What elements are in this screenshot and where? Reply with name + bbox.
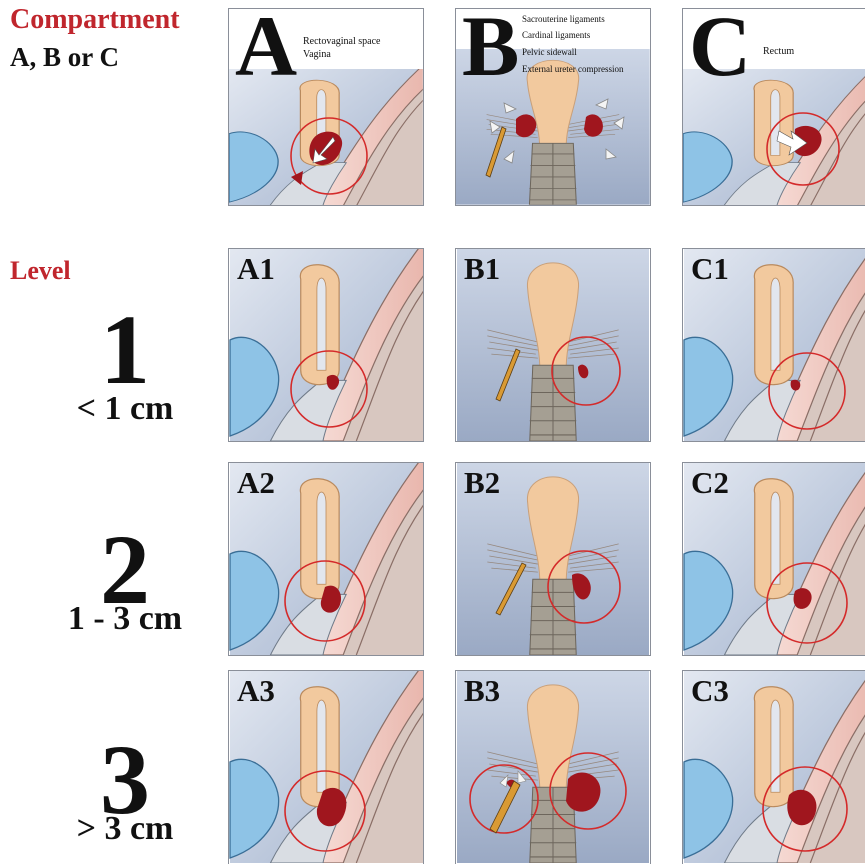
cell-b2: B2 <box>455 462 651 656</box>
cell-c2-label: C2 <box>691 466 729 500</box>
cell-c2: C2 <box>682 462 865 656</box>
level-1-range: < 1 cm <box>50 390 200 428</box>
cell-c1: C1 <box>682 248 865 442</box>
compartment-a-letter: A <box>235 11 297 81</box>
compartment-a-line-1: Rectovaginal space <box>303 35 380 48</box>
level-2-range: 1 - 3 cm <box>40 600 210 638</box>
compartment-b-panel: B Sacrouterine ligaments Cardinal ligame… <box>455 8 651 206</box>
compartment-title: Compartment <box>10 4 180 36</box>
cell-b1-label: B1 <box>464 252 500 286</box>
cell-a2: A2 <box>228 462 424 656</box>
level-3-range: > 3 cm <box>50 810 200 848</box>
cell-b2-label: B2 <box>464 466 500 500</box>
compartment-subtitle: A, B or C <box>10 42 119 73</box>
cell-b1: B1 <box>455 248 651 442</box>
level-title: Level <box>10 256 71 286</box>
compartment-b-line-1: Sacrouterine ligaments <box>522 14 605 25</box>
level-1-number: 1 <box>80 300 170 400</box>
compartment-c-letter: C <box>689 11 751 81</box>
compartment-b-line-3: Pelvic sidewall <box>522 47 577 58</box>
compartment-c-panel: C Rectum <box>682 8 865 206</box>
cell-a2-label: A2 <box>237 466 275 500</box>
compartment-a-line-2: Vagina <box>303 48 331 61</box>
cell-b3-label: B3 <box>464 674 500 708</box>
cell-a1-label: A1 <box>237 252 275 286</box>
cell-c1-label: C1 <box>691 252 729 286</box>
compartment-b-line-4: External ureter compression <box>522 64 623 75</box>
cell-a3-label: A3 <box>237 674 275 708</box>
compartment-c-line-1: Rectum <box>763 45 794 58</box>
compartment-a-panel: A Rectovaginal space Vagina <box>228 8 424 206</box>
compartment-b-letter: B <box>462 11 519 81</box>
cell-a3: A3 <box>228 670 424 864</box>
cell-a1: A1 <box>228 248 424 442</box>
compartment-b-line-2: Cardinal ligaments <box>522 30 590 41</box>
cell-b3: B3 <box>455 670 651 864</box>
cell-c3-label: C3 <box>691 674 729 708</box>
cell-c3: C3 <box>682 670 865 864</box>
